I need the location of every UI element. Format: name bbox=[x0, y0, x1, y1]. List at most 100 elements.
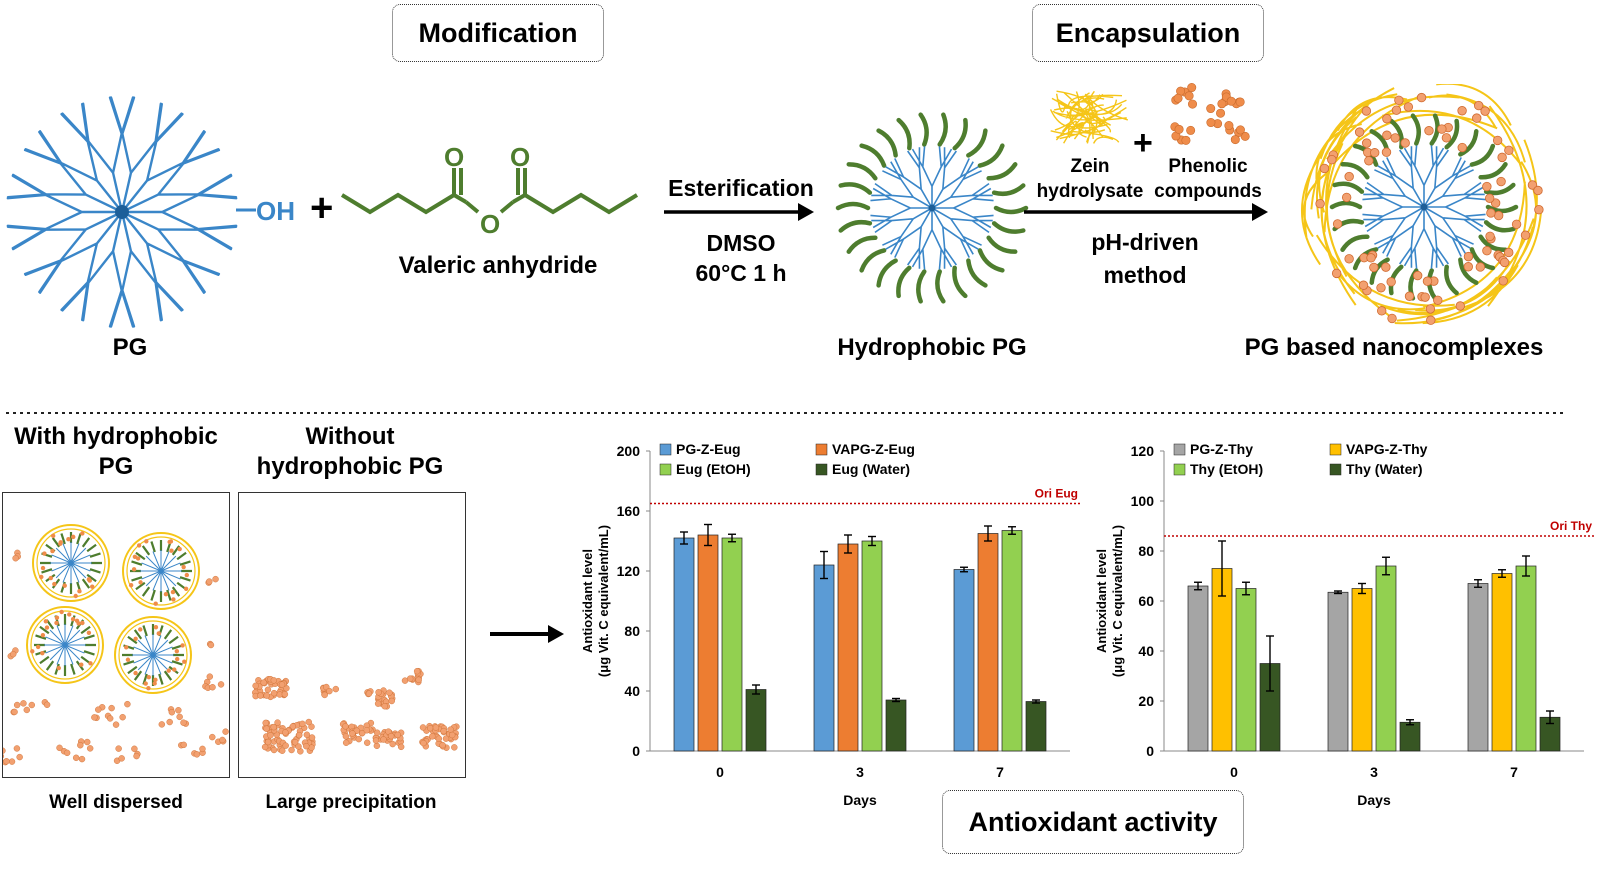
bar bbox=[1001, 530, 1023, 752]
large-precipitation-label: Large precipitation bbox=[265, 792, 437, 813]
legend-swatch bbox=[659, 443, 672, 456]
x-tick-label: 0 bbox=[1230, 764, 1238, 780]
bar bbox=[721, 537, 743, 752]
bar bbox=[861, 540, 883, 752]
hydrophobic-pg-icon bbox=[835, 112, 1029, 304]
bar bbox=[1515, 565, 1537, 752]
bar bbox=[1235, 588, 1257, 752]
y-tick-label: 40 bbox=[624, 683, 640, 699]
legend-label: Thy (EtOH) bbox=[1190, 461, 1263, 477]
y-axis-label: Antioxidant level bbox=[580, 549, 595, 653]
reference-line-label: Ori Thy bbox=[1550, 519, 1592, 533]
y-tick-label: 160 bbox=[617, 503, 641, 519]
reference-line-label: Ori Eug bbox=[1035, 487, 1078, 501]
solvent-label: DMSO bbox=[706, 230, 776, 256]
y-tick-label: 20 bbox=[1138, 693, 1154, 709]
phenolic-label: Phenolic compounds bbox=[1154, 156, 1262, 202]
well-dispersed-panel bbox=[0, 492, 230, 778]
x-tick-label: 7 bbox=[996, 764, 1004, 780]
with-hydrophobic-label: With hydrophobic PG bbox=[14, 423, 218, 480]
y-tick-label: 80 bbox=[624, 623, 640, 639]
pg-hydroxyl-bond bbox=[236, 208, 256, 212]
hydrophobic-pg-label: Hydrophobic PG bbox=[837, 334, 1027, 361]
legend-label: Thy (Water) bbox=[1346, 461, 1422, 477]
legend-label: VAPG-Z-Thy bbox=[1346, 441, 1428, 457]
bar bbox=[977, 533, 999, 752]
plus-sign-2: + bbox=[1133, 124, 1153, 162]
carbonyl-o-2: O bbox=[510, 142, 530, 172]
bridge-o: O bbox=[480, 209, 500, 239]
plus-sign-1: + bbox=[310, 186, 334, 230]
bar bbox=[1467, 583, 1489, 752]
legend-swatch bbox=[815, 443, 828, 456]
y-tick-label: 60 bbox=[1138, 593, 1154, 609]
y-tick-label: 120 bbox=[617, 563, 641, 579]
bar bbox=[1351, 588, 1373, 752]
nanocomplex-icon bbox=[1300, 84, 1544, 325]
zein-label: Zein hydrolysate bbox=[1036, 156, 1144, 202]
bar bbox=[885, 699, 907, 752]
zein-hydrolysate-icon bbox=[1049, 90, 1129, 144]
legend-swatch bbox=[1173, 443, 1186, 456]
legend-swatch bbox=[1329, 463, 1342, 476]
nanocomplex-label: PG based nanocomplexes bbox=[1244, 334, 1544, 361]
modification-label: Modification bbox=[392, 4, 604, 62]
bar bbox=[1399, 721, 1421, 752]
y-axis-label: Antioxidant level bbox=[1094, 549, 1109, 653]
legend-swatch bbox=[659, 463, 672, 476]
legend-swatch bbox=[815, 463, 828, 476]
legend-label: VAPG-Z-Eug bbox=[832, 441, 915, 457]
bar bbox=[1025, 701, 1047, 752]
pg-dendrimer-icon bbox=[6, 96, 238, 328]
legend-label: PG-Z-Eug bbox=[676, 441, 741, 457]
x-tick-label: 3 bbox=[1370, 764, 1378, 780]
section-divider bbox=[6, 412, 1566, 414]
bar bbox=[1491, 573, 1513, 752]
x-axis-label: Days bbox=[1357, 792, 1391, 808]
phenolic-compounds-icon bbox=[1170, 83, 1250, 145]
bar bbox=[745, 689, 767, 752]
x-tick-label: 3 bbox=[856, 764, 864, 780]
legend-swatch bbox=[1329, 443, 1342, 456]
bar bbox=[1375, 565, 1397, 752]
x-axis-label: Days bbox=[843, 792, 877, 808]
conditions-label: 60°C 1 h bbox=[695, 260, 787, 286]
pg-label: PG bbox=[112, 334, 148, 361]
bar bbox=[673, 537, 695, 752]
bar bbox=[837, 543, 859, 752]
y-axis-label-units: (μg Vit. C equivalent/mL) bbox=[1110, 525, 1125, 677]
results-arrow bbox=[490, 625, 564, 643]
large-precipitation-panel bbox=[238, 492, 466, 778]
valeric-anhydride-label: Valeric anhydride bbox=[398, 252, 598, 279]
bar bbox=[697, 534, 719, 752]
bar bbox=[953, 569, 975, 752]
y-tick-label: 40 bbox=[1138, 643, 1154, 659]
antioxidant-activity-label: Antioxidant activity bbox=[942, 790, 1244, 854]
y-tick-label: 200 bbox=[617, 443, 641, 459]
bar bbox=[1327, 591, 1349, 752]
y-tick-label: 0 bbox=[1146, 743, 1154, 759]
y-axis-label-units: (μg Vit. C equivalent/mL) bbox=[596, 525, 611, 677]
hydroxyl-label: OH bbox=[256, 196, 295, 226]
legend-label: Eug (Water) bbox=[832, 461, 910, 477]
well-dispersed-label: Well dispersed bbox=[49, 792, 183, 813]
reaction-arrow-2 bbox=[1024, 203, 1268, 221]
legend-swatch bbox=[1173, 463, 1186, 476]
method-label: pH-driven method bbox=[1091, 229, 1199, 288]
x-tick-label: 0 bbox=[716, 764, 724, 780]
x-tick-label: 7 bbox=[1510, 764, 1518, 780]
reaction-arrow-1 bbox=[664, 203, 814, 221]
esterification-label: Esterification bbox=[668, 175, 814, 201]
without-hydrophobic-label: Without hydrophobic PG bbox=[256, 423, 444, 480]
y-tick-label: 80 bbox=[1138, 543, 1154, 559]
bar bbox=[1187, 585, 1209, 752]
y-tick-label: 0 bbox=[632, 743, 640, 759]
bar bbox=[813, 564, 835, 752]
y-tick-label: 100 bbox=[1131, 493, 1155, 509]
y-tick-label: 120 bbox=[1131, 443, 1155, 459]
legend-label: Eug (EtOH) bbox=[676, 461, 751, 477]
carbonyl-o-1: O bbox=[444, 142, 464, 172]
valeric-anhydride-structure: O O O bbox=[340, 142, 639, 239]
